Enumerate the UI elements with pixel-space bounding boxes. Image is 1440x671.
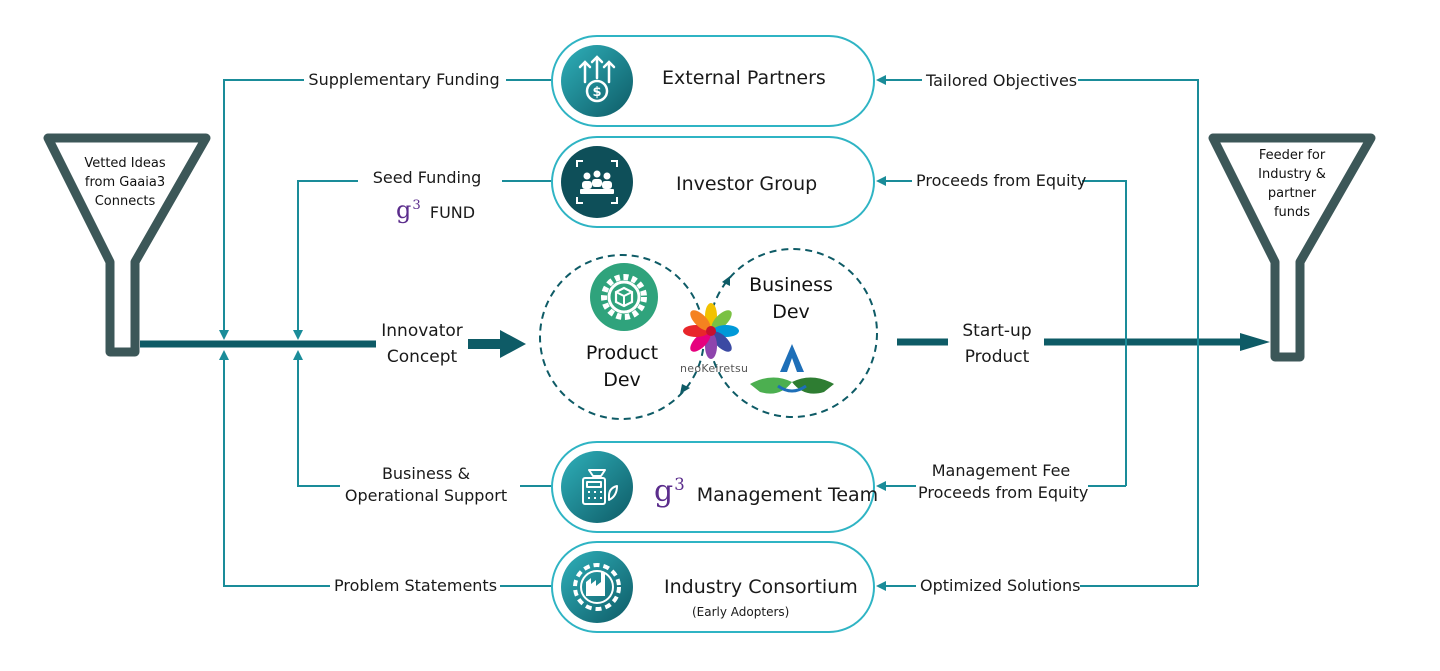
product-dev-line2: Dev [603,369,641,391]
product-gear-icon [590,263,658,331]
fund-text: FUND [429,203,476,222]
management-team-title: g3 Management Team [654,470,878,510]
business-support-line1: Business & [381,464,471,483]
product-dev-label: Product Dev [572,340,672,394]
optimized-solutions-label: Optimized Solutions [920,575,1081,597]
business-dev-label: Business Dev [740,272,842,326]
business-dev-line2: Dev [772,301,810,323]
investor-group-title: Investor Group [676,173,818,195]
business-dev-line1: Business [749,274,833,296]
neokeiretsu-caption: neoKeiretsu [680,362,749,375]
seed-funding-label: Seed Funding [362,167,492,189]
neokeiretsu-logo [683,303,739,359]
industry-consortium-pill [551,541,875,633]
management-fee-label: Management Fee Proceeds from Equity [918,460,1089,504]
meeting-group-icon [561,146,633,218]
startup-line2: Product [964,347,1030,367]
supplementary-funding-label: Supplementary Funding [308,69,500,91]
svg-text:$: $ [592,85,601,100]
right-funnel-text: Feeder for Industry & partner funds [1258,148,1326,220]
investor-group-pill [551,136,875,228]
innovator-arrow [466,330,526,358]
industry-consortium-title: Industry Consortium [664,576,858,598]
business-support-label: Business & Operational Support [342,463,510,507]
management-fee-line2: Proceeds from Equity [918,483,1089,502]
g3-fund-label: g3 FUND [396,193,475,226]
finance-calculator-icon [561,451,633,523]
startup-arrow [1240,333,1270,351]
problem-statements-label: Problem Statements [334,575,498,597]
innovator-line1: Innovator [381,321,463,341]
management-team-text: Management Team [696,484,879,506]
proceeds-equity-label: Proceeds from Equity [916,170,1087,192]
g3-management-brand: g3 [654,474,685,509]
product-dev-line1: Product [585,342,659,364]
innovator-concept-label: Innovator Concept [376,318,468,370]
management-fee-line1: Management Fee [931,461,1071,480]
industry-consortium-subtitle: (Early Adopters) [692,605,790,619]
startup-line1: Start-up [962,321,1032,341]
problem-statements-line [224,352,552,587]
supplementary-funding-line [224,79,552,338]
funding-growth-icon: $ [561,45,633,117]
seed-funding-line [298,180,552,338]
cycle-arrow-bottom [680,384,690,394]
startup-product-label: Start-up Product [950,318,1044,370]
business-dev-circle [708,248,878,418]
proceeds-equity-line [878,181,1127,486]
innovator-line2: Concept [386,347,458,367]
factory-gear-icon [561,551,633,623]
left-funnel-text: Vetted Ideas from Gaaia3 Connects [84,156,166,209]
right-funnel [1208,133,1376,362]
external-partners-pill [551,35,875,127]
external-partners-title: External Partners [662,67,826,89]
cycle-arrow-top [722,276,730,286]
tailored-objectives-label: Tailored Objectives [926,70,1078,92]
left-funnel [43,133,211,357]
management-team-pill [551,441,875,533]
g3-brand-mark: g3 [396,196,421,224]
business-support-line2: Operational Support [344,486,508,505]
business-support-line [298,352,552,487]
business-logo-icon [750,344,834,394]
tailored-objectives-line [878,80,1199,586]
